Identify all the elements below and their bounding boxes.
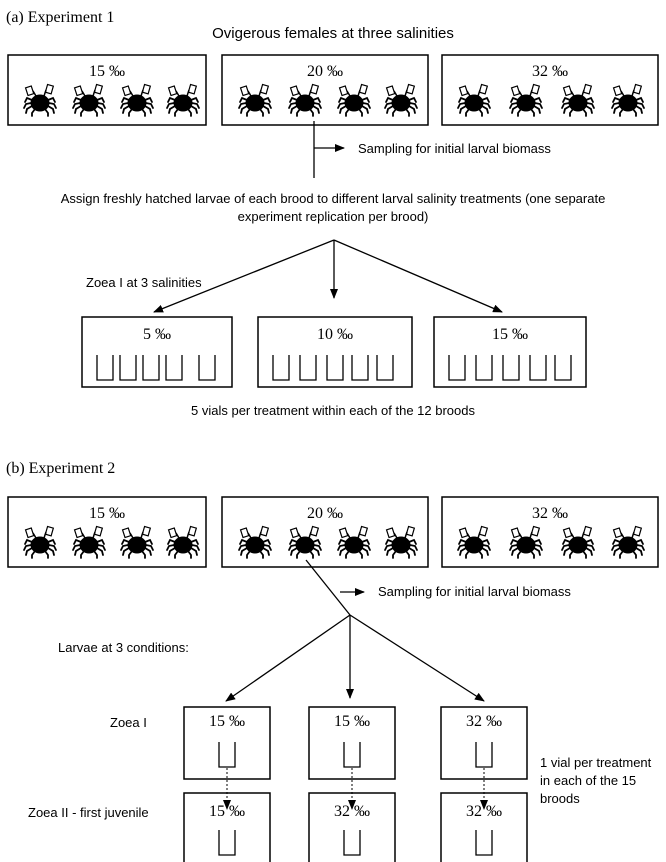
exp2-vial-note-3: broods — [540, 791, 580, 806]
exp2-zoea1-box-1 — [183, 706, 271, 780]
exp2-transfer-connectors — [223, 768, 488, 810]
exp2-zoea1-box-2 — [308, 706, 396, 780]
exp1-female-box-20 — [221, 54, 429, 126]
exp2-vial-note-1: 1 vial per treatment — [540, 755, 652, 770]
exp1-larval-salinity-5: 5 ‰ — [143, 326, 171, 343]
exp2-sampling-label: Sampling for initial larval biomass — [378, 584, 571, 599]
exp2-female-box-15 — [7, 496, 207, 568]
exp1-female-salinity-15: 15 ‰ — [89, 63, 125, 80]
exp2-zoea1-salinity-2: 15 ‰ — [334, 713, 370, 730]
exp1-female-salinity-20: 20 ‰ — [307, 63, 343, 80]
exp2-zoea1-label: Zoea I — [110, 715, 147, 730]
exp1-larval-box-10 — [257, 316, 413, 388]
exp2-zoea1-salinity-1: 15 ‰ — [209, 713, 245, 730]
exp2-zoea2-salinity-1: 15 ‰ — [209, 803, 245, 820]
exp2-female-box-20 — [221, 496, 429, 568]
exp2-vial-note-2: in each of the 15 — [540, 773, 637, 788]
exp2-zoea1-salinity-3: 32 ‰ — [466, 713, 502, 730]
exp2-sampling-line — [305, 559, 351, 616]
exp1-larval-box-5 — [81, 316, 233, 388]
exp1-vials-note: 5 vials per treatment within each of the… — [191, 403, 475, 418]
exp2-conditions-label: Larvae at 3 conditions: — [58, 640, 189, 655]
exp2-zoea2-salinity-3: 32 ‰ — [466, 803, 502, 820]
exp1-female-box-32 — [441, 54, 659, 126]
exp1-vials — [96, 355, 572, 381]
exp1-female-box-15 — [7, 54, 207, 126]
exp1-title: Ovigerous females at three salinities — [212, 25, 454, 42]
exp1-zoea-label: Zoea I at 3 salinities — [86, 275, 202, 290]
exp2-female-salinity-32: 32 ‰ — [532, 505, 568, 522]
exp1-larval-box-15 — [433, 316, 587, 388]
exp1-assign-arrows — [153, 239, 503, 313]
exp2-heading: (b) Experiment 2 — [6, 460, 116, 477]
exp1-larval-salinity-15: 15 ‰ — [492, 326, 528, 343]
exp2-crab-icons — [23, 525, 645, 559]
exp2-zoea1-box-3 — [440, 706, 528, 780]
exp2-condition-arrows — [225, 614, 485, 702]
exp2-female-salinity-15: 15 ‰ — [89, 505, 125, 522]
exp2-female-box-32 — [441, 496, 659, 568]
exp1-female-salinity-32: 32 ‰ — [532, 63, 568, 80]
exp1-larval-salinity-10: 10 ‰ — [317, 326, 353, 343]
exp1-sampling-label: Sampling for initial larval biomass — [358, 141, 551, 156]
exp2-zoea2-salinity-2: 32 ‰ — [334, 803, 370, 820]
exp2-vials — [218, 742, 493, 856]
exp2-zoea2-label: Zoea II - first juvenile — [28, 805, 149, 820]
exp1-heading: (a) Experiment 1 — [6, 9, 115, 26]
exp1-assign-line-2: experiment replication per brood) — [237, 209, 429, 224]
exp1-assign-line-1: Assign freshly hatched larvae of each br… — [60, 191, 606, 206]
exp2-female-salinity-20: 20 ‰ — [307, 505, 343, 522]
exp1-crab-icons — [23, 83, 645, 117]
